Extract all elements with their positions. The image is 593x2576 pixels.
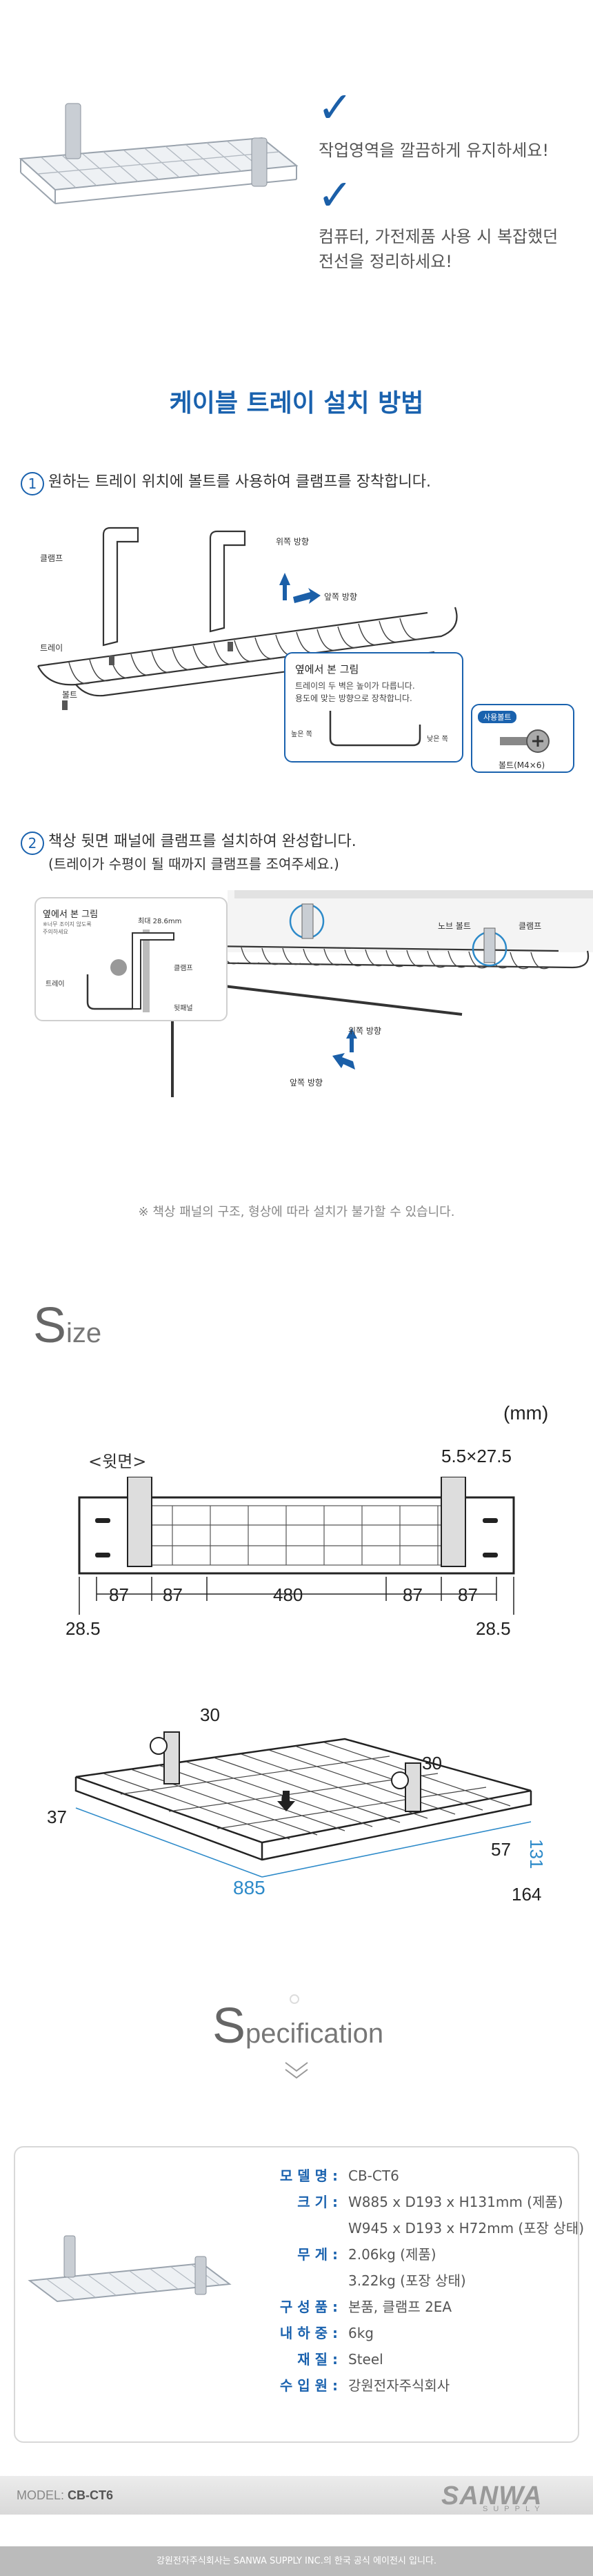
label-front-direction: 앞쪽 방향 xyxy=(324,592,357,602)
dim-clamp-right: 30 xyxy=(422,1753,442,1773)
feature-text-2: 컴퓨터, 가전제품 사용 시 복잡했던 전선을 정리하세요! xyxy=(319,227,559,271)
check-icon: ✓ xyxy=(317,82,353,132)
copyright-bar xyxy=(0,2546,593,2576)
side-view-2-title: 옆에서 본 그림 xyxy=(43,910,99,920)
dim-center: 6 xyxy=(281,1789,291,1809)
side-view-2-tray: 트레이 xyxy=(46,981,65,988)
step-2-side-view-box: 옆에서 본 그림 ※너무 조이지 않도록 주의하세요 최대 28.6mm 클램프… xyxy=(34,897,228,1021)
install-note: ※ 책상 패널의 구조, 형상에 따라 설치가 불가할 수 있습니다. xyxy=(138,1205,455,1219)
spec-title: Specification xyxy=(212,1998,384,2054)
dim-depth-left: 37 xyxy=(47,1807,67,1827)
dim-480: 480 xyxy=(273,1584,303,1605)
side-view-desc-1: 트레이의 두 벽은 높이가 다릅니다. xyxy=(295,681,415,691)
label-up-direction: 위쪽 방향 xyxy=(276,537,309,547)
step-1-illustration xyxy=(21,524,462,738)
install-title: 케이블 트레이 설치 방법 xyxy=(169,389,424,417)
label-front-direction-2: 앞쪽 방향 xyxy=(290,1078,323,1088)
step-1-side-view-box: 옆에서 본 그림 트레이의 두 벽은 높이가 다릅니다. 용도에 맞는 방향으로… xyxy=(284,652,463,763)
step-2-text: 책상 뒷면 패널에 클램프를 설치하여 완성합니다. (트레이가 수평이 될 때… xyxy=(48,833,356,872)
step-1-number: 1 xyxy=(21,472,44,495)
dim-clamp-left: 30 xyxy=(200,1704,220,1725)
check-icon: ✓ xyxy=(317,170,353,220)
side-view-2-panel: 뒷패널 xyxy=(174,1005,193,1012)
iso-view-drawing xyxy=(55,1704,559,1884)
footer-bar xyxy=(0,2476,593,2515)
footer-model: MODEL: CB-CT6 xyxy=(17,2488,114,2502)
step-1-text: 원하는 트레이 위치에 볼트를 사용하여 클램프를 장착합니다. xyxy=(48,473,431,491)
slot-dimension: 5.5×27.5 xyxy=(441,1446,512,1466)
dim-height-total: 131 xyxy=(526,1839,547,1869)
dim-87-d: 87 xyxy=(458,1584,478,1605)
spec-box xyxy=(14,2146,579,2443)
label-clamp: 클램프 xyxy=(40,553,63,563)
dim-87-a: 87 xyxy=(109,1584,129,1605)
sanwa-supply: SUPPLY xyxy=(483,2505,545,2513)
side-view-desc-2: 용도에 맞는 방향으로 장착합니다. xyxy=(295,694,412,703)
dim-length: 885 xyxy=(233,1877,265,1898)
dim-edge-left: 28.5 xyxy=(66,1618,101,1639)
size-title: Size xyxy=(33,1298,102,1353)
sanwa-logo: SANWA xyxy=(441,2481,543,2510)
label-bolt: 볼트 xyxy=(62,690,78,700)
side-view-2-max: 최대 28.6mm xyxy=(138,918,182,925)
side-view-high: 높은 쪽 xyxy=(291,731,312,738)
dim-depth: 164 xyxy=(512,1884,542,1905)
label-tray: 트레이 xyxy=(40,643,63,653)
dim-height-inner: 57 xyxy=(491,1839,511,1860)
dim-edge-right: 28.5 xyxy=(476,1618,511,1639)
side-view-title: 옆에서 본 그림 xyxy=(295,663,359,676)
side-view-low: 낮은 쪽 xyxy=(427,736,448,743)
hero-tray-illustration xyxy=(14,97,303,235)
spec-product-image xyxy=(26,2229,233,2326)
bolt-label: 볼트(M4×6) xyxy=(499,760,545,770)
label-clamp-2: 클램프 xyxy=(519,921,542,931)
label-up-direction-2: 위쪽 방향 xyxy=(348,1026,381,1036)
step-2-number: 2 xyxy=(21,832,44,855)
top-view-drawing xyxy=(76,1476,517,1629)
feature-text-1: 작업영역을 깔끔하게 유지하세요! xyxy=(319,141,549,160)
chevron-down-icon xyxy=(283,2060,310,2083)
side-view-2-note: ※너무 조이지 않도록 주의하세요 xyxy=(43,921,92,935)
dim-87-b: 87 xyxy=(163,1584,183,1605)
bolt-box: 사용볼트 볼트(M4×6) xyxy=(471,704,574,773)
dim-87-c: 87 xyxy=(403,1584,423,1605)
top-view-label: <윗면> xyxy=(88,1452,147,1471)
size-unit: (mm) xyxy=(503,1402,549,1424)
side-view-2-clamp: 클램프 xyxy=(174,965,193,972)
copyright-text: 강원전자주식회사는 SANWA SUPPLY INC.의 한국 공식 에이전시 … xyxy=(156,2556,437,2566)
bolt-badge: 사용볼트 xyxy=(478,711,517,723)
decor-dot xyxy=(290,1994,299,2004)
label-knob-bolt: 노브 볼트 xyxy=(438,921,471,931)
